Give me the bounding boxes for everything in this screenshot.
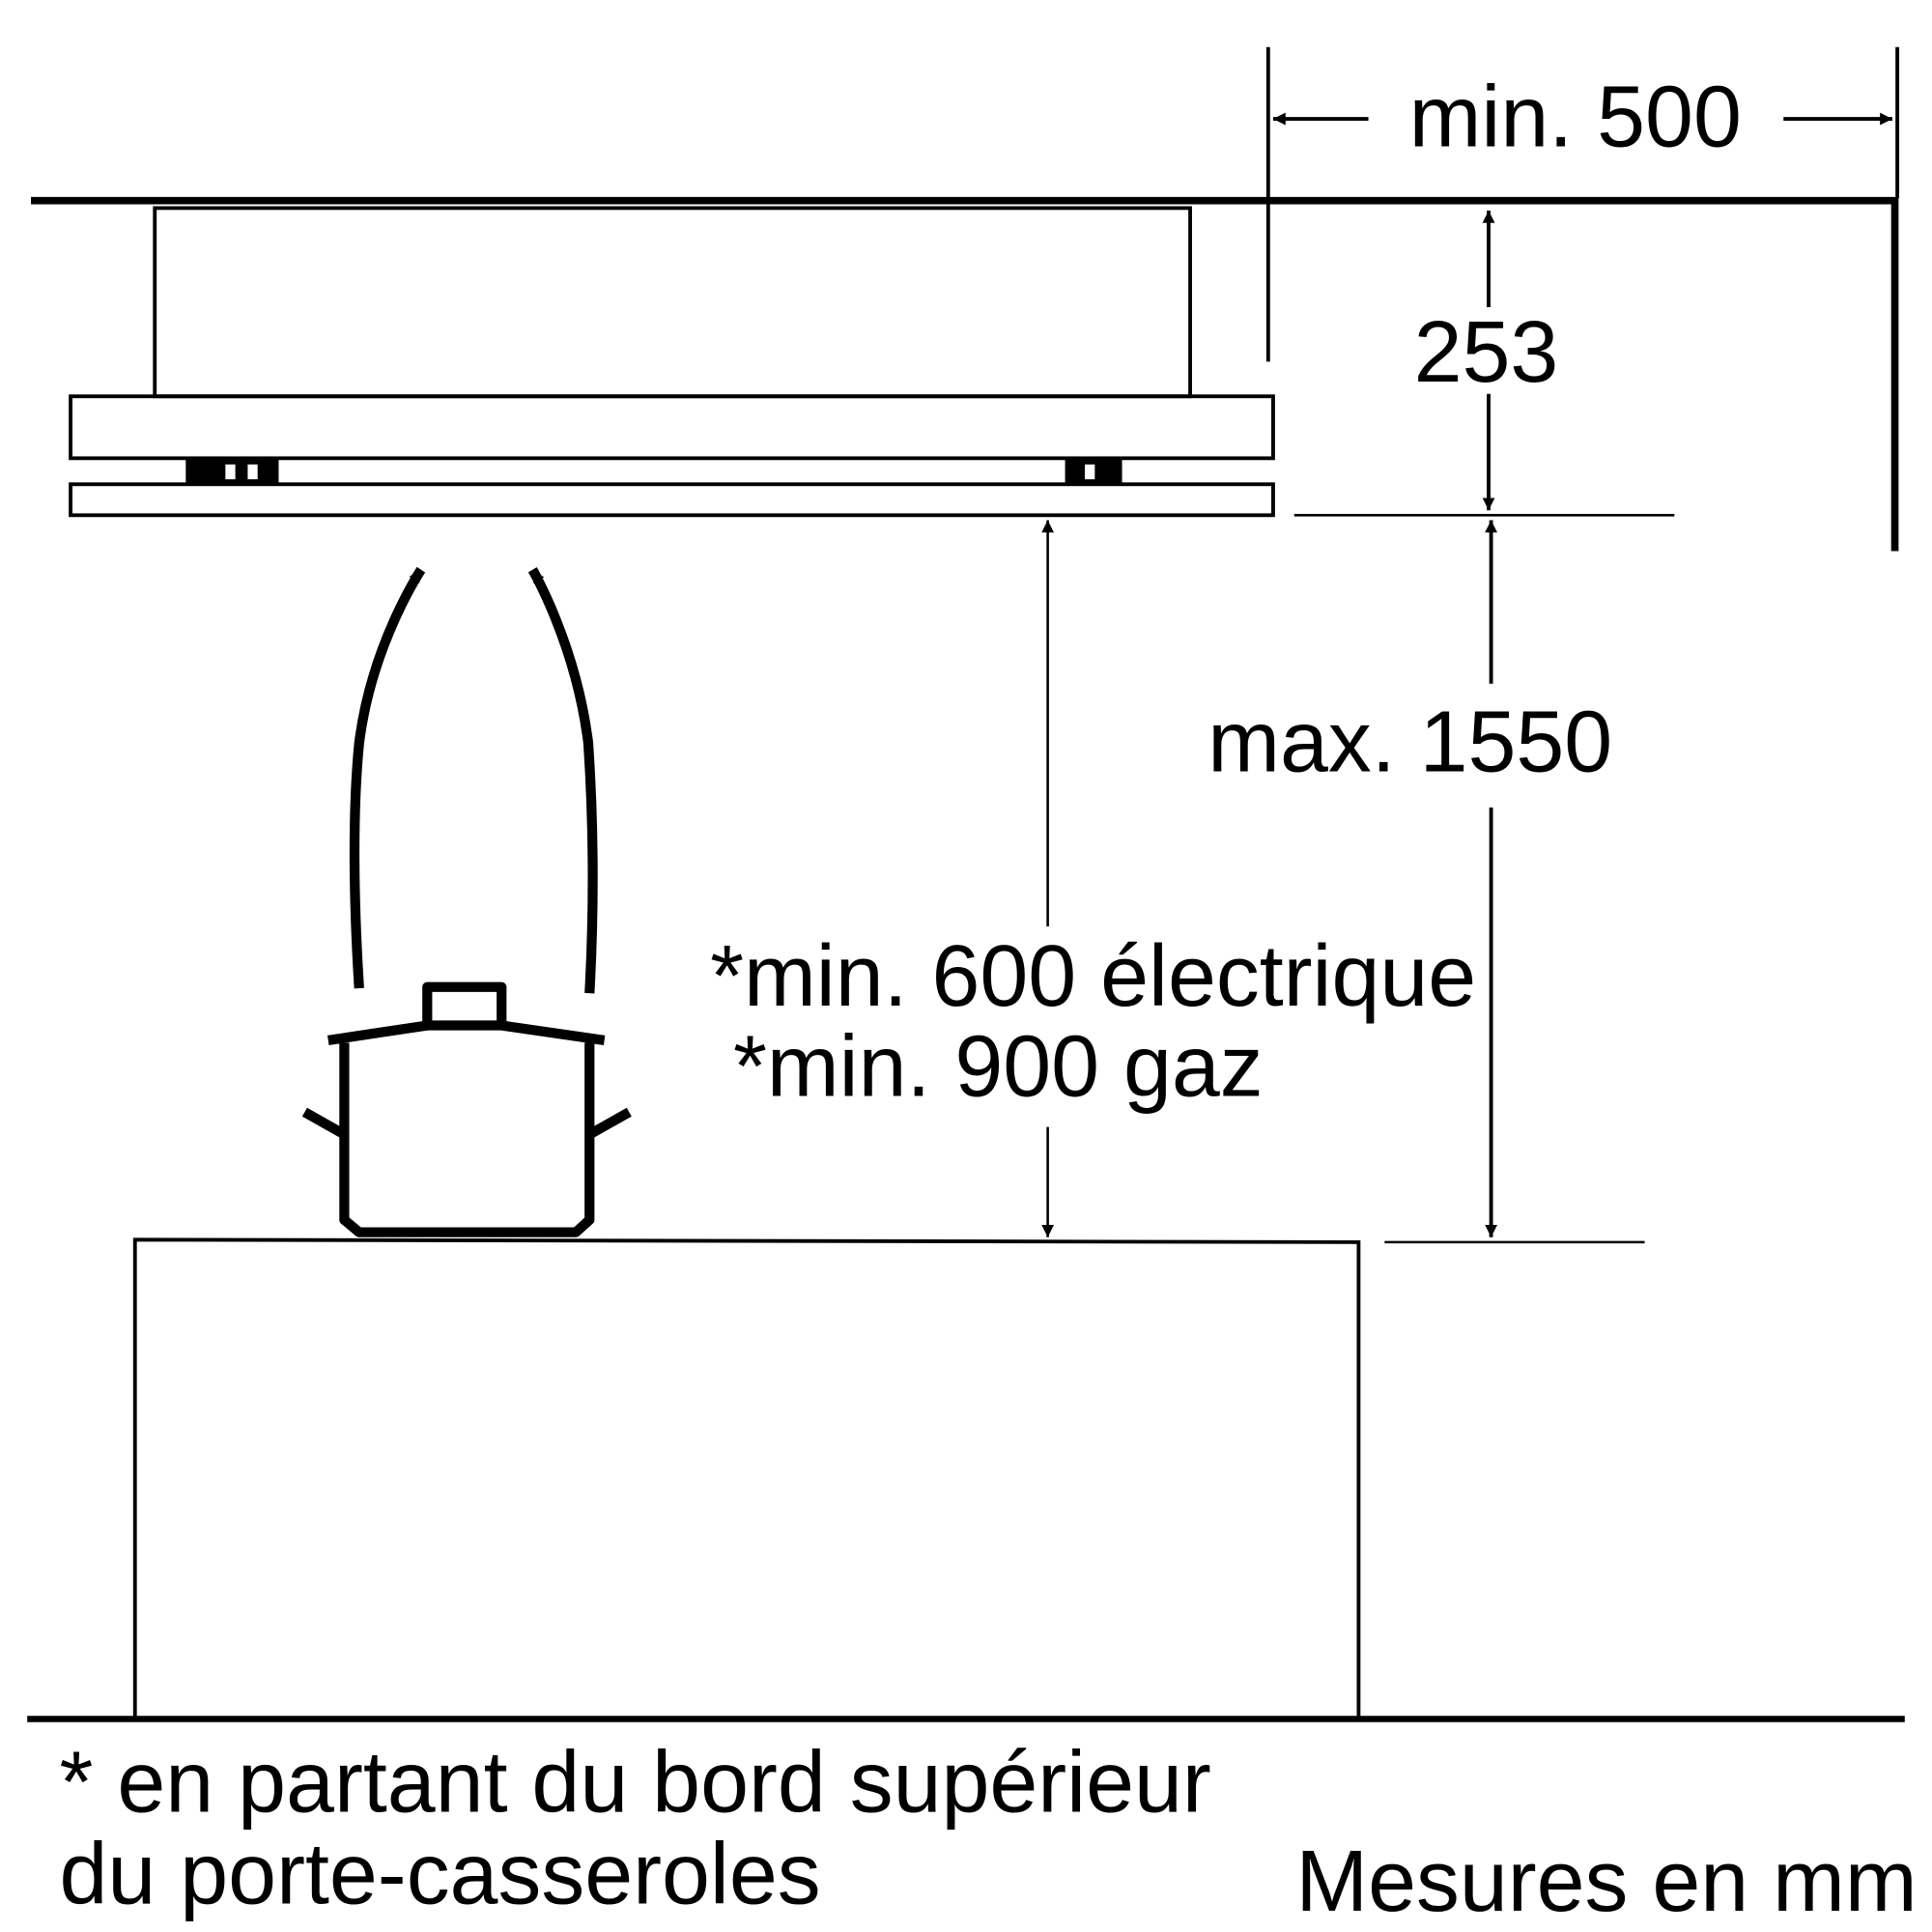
max-height-label: max. 1550 bbox=[1208, 695, 1612, 791]
units-label: Mesures en mm bbox=[1295, 1833, 1917, 1930]
hood-height-label: 253 bbox=[1414, 304, 1559, 401]
base-cabinet bbox=[132, 1237, 1361, 1717]
footnote-line-1: * en partant du bord supérieur bbox=[60, 1735, 1211, 1832]
min-electric-label: *min. 600 électrique bbox=[710, 928, 1476, 1025]
steam-arrow-left bbox=[349, 566, 426, 989]
hood-panel-upper bbox=[69, 394, 1275, 461]
cabinet-top-line bbox=[31, 196, 1899, 552]
width-min-label: min. 500 bbox=[1409, 69, 1742, 165]
pot-icon bbox=[301, 981, 632, 1237]
steam-arrow-right bbox=[527, 567, 598, 994]
hood-housing bbox=[153, 206, 1192, 399]
min-gas-label: *min. 900 gaz bbox=[733, 1019, 1264, 1116]
footnote-line-2: du porte-casseroles bbox=[60, 1827, 821, 1923]
hood-panel-lower bbox=[69, 482, 1275, 518]
